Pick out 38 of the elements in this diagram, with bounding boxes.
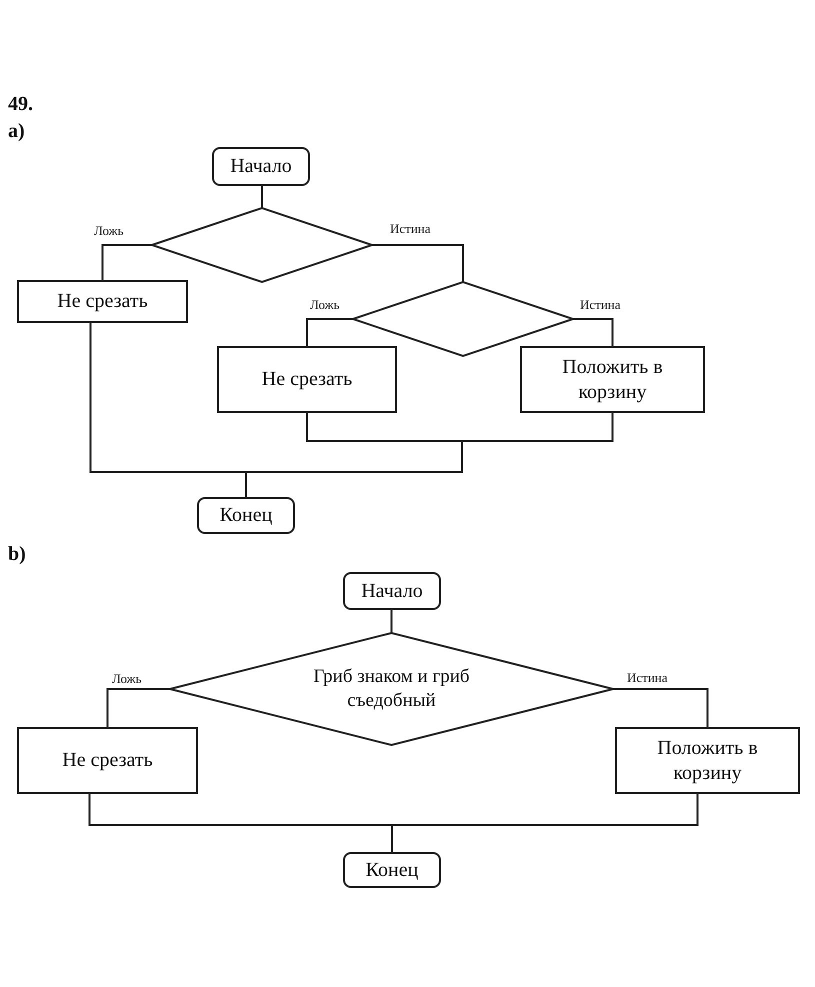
node-text: Начало (361, 578, 423, 604)
connector-line (260, 185, 263, 208)
terminal-box (343, 852, 441, 888)
connector-line (372, 244, 464, 282)
node-text: Начало (230, 154, 292, 179)
heading-label: b) (8, 543, 26, 566)
connector-line (106, 688, 170, 727)
process-box (615, 727, 800, 794)
node-text: Гриб знаком и гриб съедобный (312, 665, 471, 713)
process-box (17, 727, 198, 794)
heading-label: a) (8, 120, 25, 143)
node-text: Положить в корзину (656, 736, 759, 786)
terminal-box (197, 497, 295, 534)
terminal-box (212, 147, 310, 186)
terminal-box (343, 572, 441, 610)
node-text: Не срезать (57, 289, 148, 314)
connector-line (391, 794, 698, 852)
edge-label: Ложь (110, 672, 144, 686)
node-text: Не срезать (62, 748, 153, 773)
node-text: Не срезать (262, 367, 352, 392)
connector-line (306, 318, 353, 346)
connector-line (613, 688, 708, 727)
node-text: Конец (220, 503, 272, 528)
connector-line (573, 318, 614, 346)
process-box (520, 346, 705, 413)
connector-line (90, 323, 247, 497)
edge-label: Истина (625, 671, 670, 686)
edge-label: Истина (578, 298, 623, 312)
process-box (217, 346, 397, 413)
heading-label: 49. (8, 93, 33, 116)
edge-label: Истина (388, 222, 433, 236)
process-box (17, 280, 188, 323)
connector-line (102, 244, 152, 280)
edge-label: Ложь (92, 224, 126, 238)
node-text: Положить в корзину (561, 354, 664, 404)
connector-line (390, 609, 393, 633)
edge-label: Ложь (308, 298, 342, 312)
node-text: Конец (366, 858, 418, 882)
